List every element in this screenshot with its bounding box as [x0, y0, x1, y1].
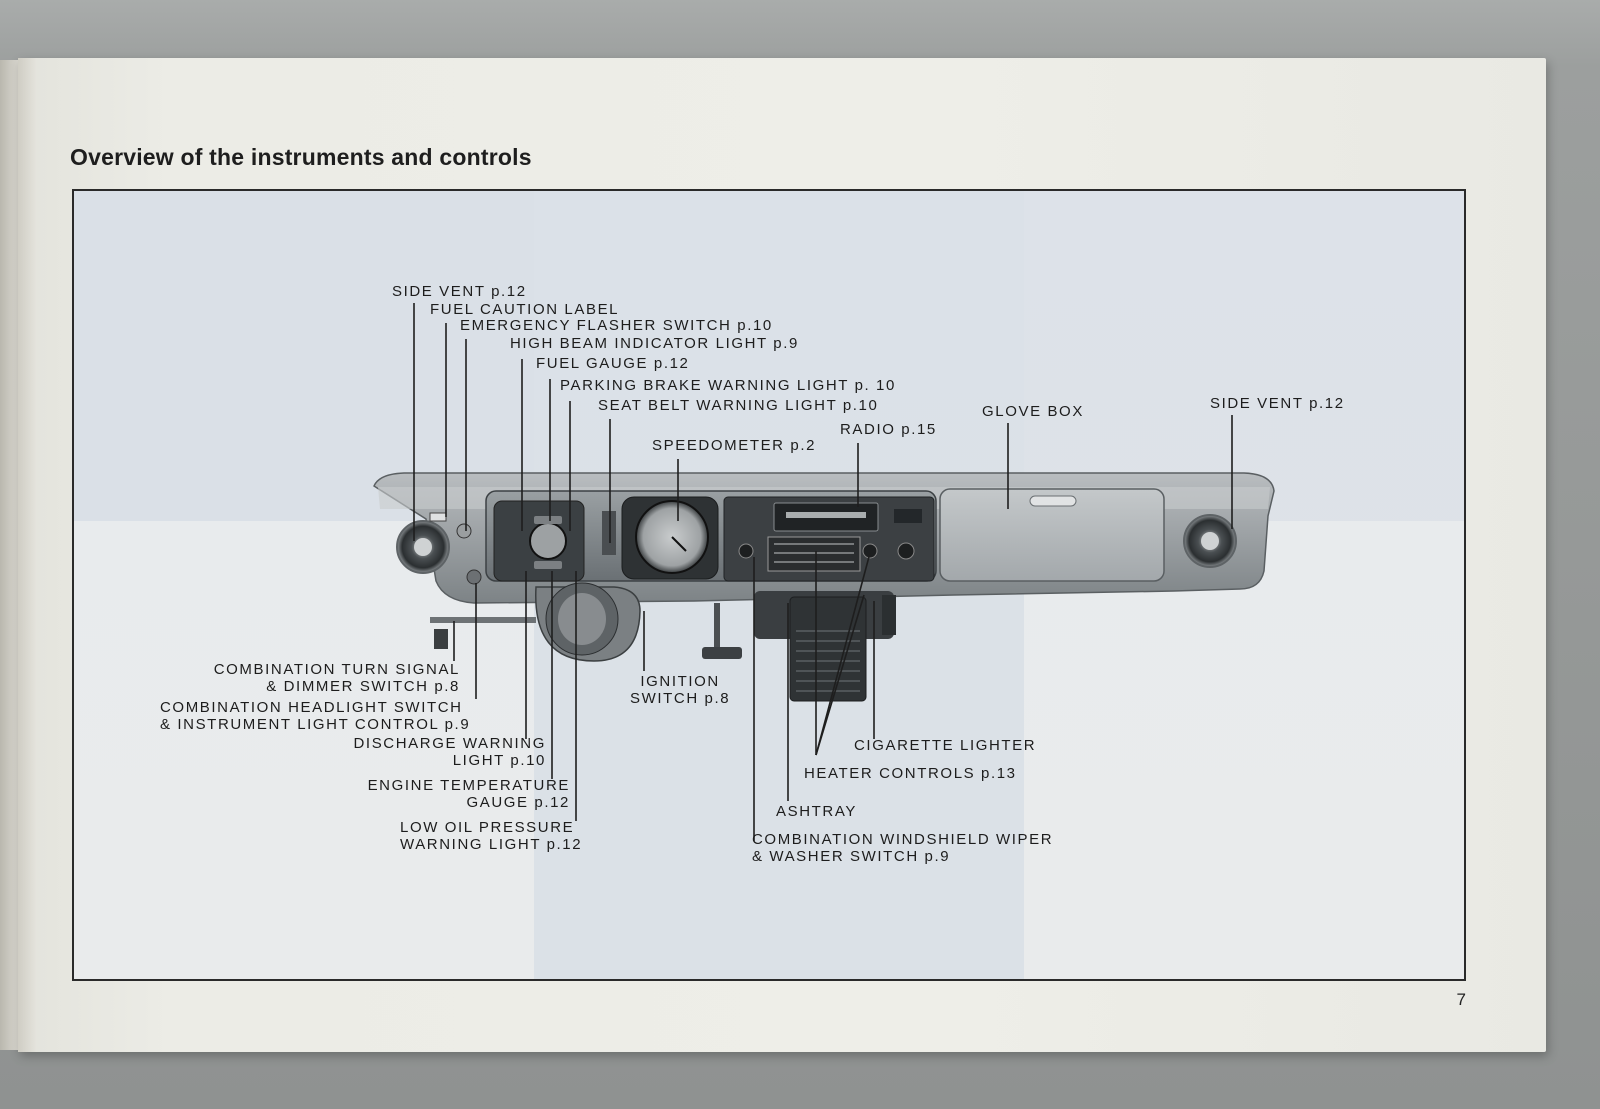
label-headlight-switch: COMBINATION HEADLIGHT SWITCH & INSTRUMEN… [160, 699, 470, 733]
label-line: WARNING LIGHT p.12 [400, 836, 583, 853]
label-line: LOW OIL PRESSURE [400, 819, 575, 836]
label-cigarette-lighter: CIGARETTE LIGHTER [854, 737, 1037, 754]
label-ashtray: ASHTRAY [776, 803, 857, 820]
label-side-vent-right: SIDE VENT p.12 [1210, 395, 1345, 412]
label-line: SWITCH p.8 [630, 690, 731, 707]
label-seat-belt: SEAT BELT WARNING LIGHT p.10 [598, 397, 879, 414]
label-line: COMBINATION HEADLIGHT SWITCH [160, 699, 463, 716]
label-low-oil: LOW OIL PRESSURE WARNING LIGHT p.12 [400, 819, 582, 853]
label-fuel-gauge: FUEL GAUGE p.12 [536, 355, 690, 372]
label-line: LIGHT p.10 [452, 752, 546, 769]
label-emergency-flasher: EMERGENCY FLASHER SWITCH p.10 [460, 317, 773, 334]
label-turn-signal: COMBINATION TURN SIGNAL & DIMMER SWITCH … [174, 661, 460, 695]
manual-page: Overview of the instruments and controls [18, 58, 1546, 1052]
label-line: GAUGE p.12 [466, 794, 570, 811]
label-speedometer: SPEEDOMETER p.2 [652, 437, 817, 454]
label-glove-box: GLOVE BOX [982, 403, 1084, 420]
leader-lines [413, 303, 1233, 841]
page-number: 7 [1456, 990, 1466, 1009]
page-title: Overview of the instruments and controls [70, 144, 532, 170]
label-line: ENGINE TEMPERATURE [367, 777, 570, 794]
label-wiper-switch: COMBINATION WINDSHIELD WIPER & WASHER SW… [752, 831, 1053, 865]
label-line: & DIMMER SWITCH p.8 [266, 678, 460, 695]
label-high-beam: HIGH BEAM INDICATOR LIGHT p.9 [510, 335, 799, 352]
dashboard-illustration [373, 303, 1275, 841]
label-ignition: IGNITION SWITCH p.8 [630, 673, 730, 707]
label-line: COMBINATION TURN SIGNAL [213, 661, 460, 678]
label-discharge-warning: DISCHARGE WARNING LIGHT p.10 [292, 735, 546, 769]
label-engine-temp: ENGINE TEMPERATURE GAUGE p.12 [294, 777, 570, 811]
label-heater-controls: HEATER CONTROLS p.13 [804, 765, 1017, 782]
label-side-vent-left: SIDE VENT p.12 [392, 283, 527, 300]
dashboard [373, 472, 1275, 702]
label-parking-brake: PARKING BRAKE WARNING LIGHT p. 10 [560, 377, 896, 394]
show-through-shade [1024, 191, 1464, 521]
label-radio: RADIO p.15 [840, 421, 937, 438]
label-line: DISCHARGE WARNING [353, 735, 546, 752]
label-fuel-caution: FUEL CAUTION LABEL [430, 301, 620, 318]
page-gutter [18, 58, 36, 1052]
label-line: COMBINATION WINDSHIELD WIPER [752, 831, 1054, 848]
label-line: & INSTRUMENT LIGHT CONTROL p.9 [160, 716, 471, 733]
diagram-frame: SIDE VENT p.12 FUEL CAUTION LABEL EMERGE… [72, 189, 1466, 981]
label-line: & WASHER SWITCH p.9 [752, 848, 951, 865]
label-line: IGNITION [640, 673, 720, 690]
show-through-shade [74, 191, 534, 521]
